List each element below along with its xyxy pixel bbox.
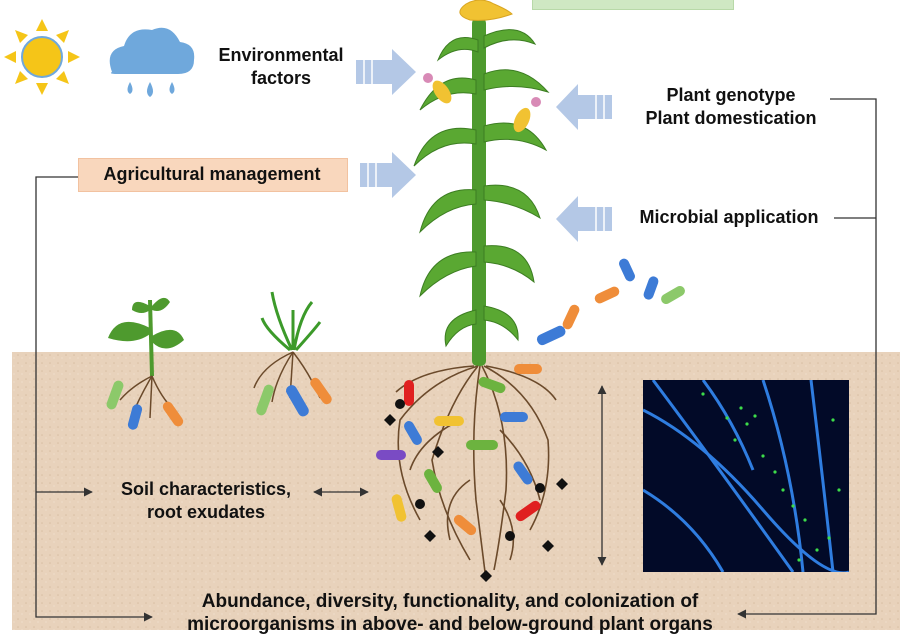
genotype-line-2: Plant domestication (645, 108, 817, 128)
genotype-line-1: Plant genotype (666, 85, 796, 105)
maize-plant-icon (413, 0, 550, 366)
agricultural-management-label: Agricultural management (103, 164, 321, 184)
environment-arrow (356, 49, 416, 95)
confocal-micrograph-icon (643, 380, 849, 572)
genotype-connector (737, 98, 877, 619)
environmental-line-1: Environmental (218, 45, 344, 65)
sun-icon (4, 19, 80, 95)
plant-phenotype-box (532, 0, 734, 10)
soil-characteristics-label: Soil characteristics, root exudates (100, 478, 312, 524)
agricultural-management-box (78, 158, 348, 192)
rain-cloud-icon (109, 27, 195, 97)
root-exudate-markers (384, 399, 568, 582)
microbial-application-label: Microbial application (639, 207, 819, 227)
microbial-arrow (556, 196, 612, 242)
environmental-line-2: factors (250, 68, 312, 88)
genotype-arrow (556, 84, 612, 130)
outcome-line-1: Abundance, diversity, functionality, and… (201, 591, 699, 612)
agriculture-arrow (360, 152, 416, 198)
microorganism-outcome-label: Abundance, diversity, functionality, and… (130, 590, 770, 636)
agri-connector (35, 176, 153, 622)
environmental-factors-label: Environmental factors (196, 44, 366, 90)
grass-icon (253, 291, 322, 403)
soil-line-2: root exudates (146, 502, 266, 522)
outcome-line-2: microorganisms in above- and below-groun… (187, 614, 713, 635)
plant-genotype-label: Plant genotype Plant domestication (626, 84, 836, 130)
soil-line-1: Soil characteristics, (120, 479, 292, 499)
microbes (106, 258, 685, 536)
seedling-icon (108, 297, 184, 421)
